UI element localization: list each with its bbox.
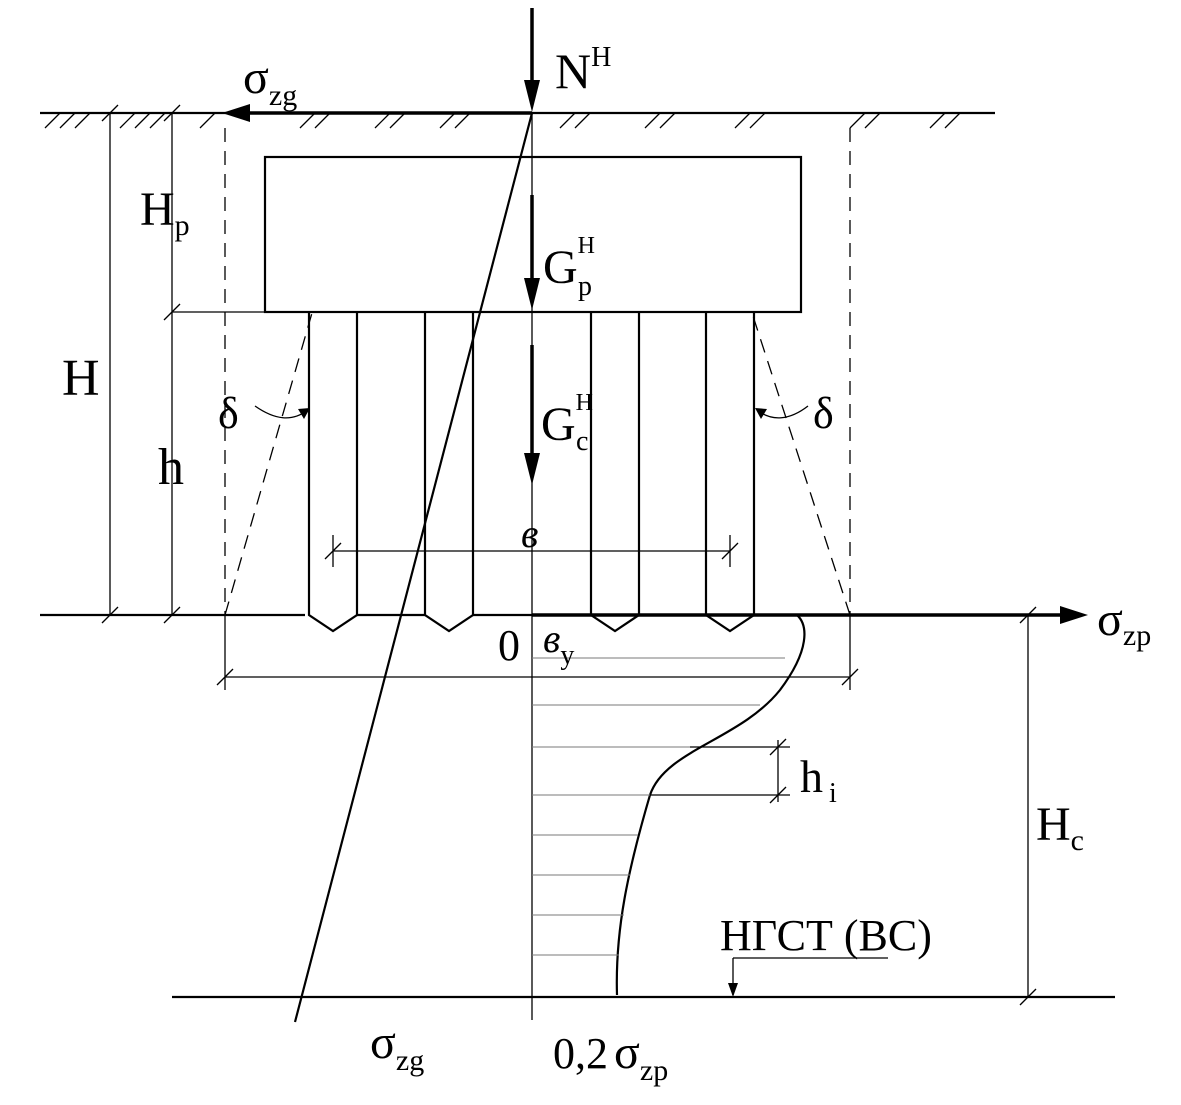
load-arrow-gp xyxy=(524,195,540,310)
label-H: H xyxy=(62,350,100,407)
ground-hatching xyxy=(44,112,961,129)
label-delta-left: δ xyxy=(218,389,239,438)
pile xyxy=(589,312,641,633)
load-arrow-n xyxy=(524,8,540,112)
label-delta-right: δ xyxy=(813,389,834,438)
dimension-hi xyxy=(650,738,790,804)
pile xyxy=(704,312,756,633)
label-h: h xyxy=(158,439,184,496)
dimension-by xyxy=(216,668,859,686)
sigma-zg-line xyxy=(293,112,534,1023)
ground-surface xyxy=(40,111,995,129)
label-sigma-zg-bottom: σzg xyxy=(370,1016,424,1077)
dimension-Hc xyxy=(1019,606,1037,1006)
delta-angle-arrow-right xyxy=(755,405,809,419)
pile xyxy=(423,312,475,633)
sigma-zp-axis-arrow xyxy=(532,606,1088,624)
dimension-H xyxy=(101,104,119,624)
label-hp: Hp xyxy=(140,183,190,242)
pile xyxy=(307,312,359,633)
label-by: вy xyxy=(543,616,574,671)
label-sigma-zg-top: σzg xyxy=(243,51,297,112)
label-origin: 0 xyxy=(498,621,520,670)
sigma-zp-layer-lines xyxy=(532,657,785,956)
sigma-zp-distribution-curve xyxy=(615,614,806,996)
dimension-Hp-h xyxy=(163,104,265,624)
label-b: в xyxy=(521,511,538,556)
label-sigma-zp-right: σzp xyxy=(1097,593,1151,652)
ngst-leader xyxy=(728,957,888,997)
sigma-zg-surface-arrow xyxy=(222,104,532,122)
load-arrow-gc xyxy=(524,345,540,485)
pile-cap xyxy=(263,155,803,314)
piles xyxy=(307,312,756,633)
label-hc: Hc xyxy=(1036,798,1084,857)
delta-angle-arrow-left xyxy=(254,405,310,419)
label-n: NН xyxy=(555,42,611,99)
label-ngst: НГСТ (ВС) xyxy=(720,911,932,960)
conditional-foundation-outline xyxy=(224,128,851,690)
dimension-b xyxy=(324,535,739,567)
